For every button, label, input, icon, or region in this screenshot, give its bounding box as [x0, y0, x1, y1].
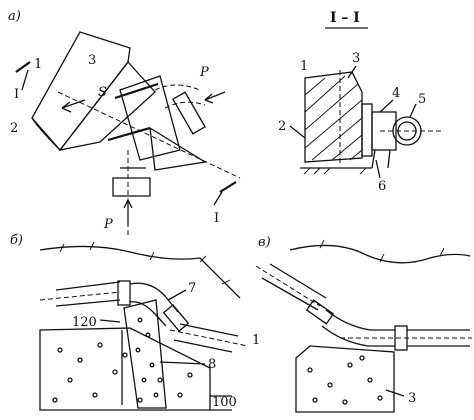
- elbow-pipe: [129, 282, 179, 327]
- pipe-inclined-axis: [255, 265, 321, 307]
- leader-3: [347, 65, 357, 79]
- pipe-left: [55, 281, 121, 307]
- pipe-right-axis: [169, 329, 249, 347]
- section-arrow-left: [21, 69, 29, 91]
- bend-dashed-mid: [164, 101, 206, 109]
- label-120: 120: [72, 315, 97, 330]
- leader-4: [379, 99, 394, 113]
- pipe-inclined: [261, 263, 327, 311]
- concrete-base: [295, 345, 395, 413]
- bend-pipe: [321, 309, 395, 347]
- label-p-bottom: P: [103, 217, 113, 232]
- label-section-right: I: [214, 211, 219, 226]
- concrete-aggregate: [52, 342, 193, 403]
- terrain-line: [39, 245, 241, 299]
- terrain-hatch: [59, 241, 231, 285]
- section-mark-right: [219, 181, 237, 193]
- ground-hatch: [303, 167, 367, 175]
- bend-dashed-upper: [154, 84, 201, 91]
- leader-8: [159, 361, 206, 365]
- leader-2: [289, 125, 306, 139]
- coupling-upper: [172, 91, 206, 135]
- leader-3-v: [385, 389, 405, 397]
- leader-120: [99, 319, 121, 323]
- section-title: I – I: [330, 10, 360, 26]
- rock-mass-edge: [31, 117, 61, 151]
- base-aggregate: [307, 355, 383, 405]
- hatch-lines: [304, 75, 363, 161]
- rock-mass-outline: [31, 31, 131, 152]
- dimension-100: [210, 395, 232, 411]
- pipe-band-lower: [107, 126, 151, 142]
- panel-b: б): [10, 233, 260, 411]
- arrow-s: [61, 99, 86, 109]
- label-3: 3: [408, 391, 416, 406]
- label-7: 7: [188, 281, 196, 296]
- panel-b-label: б): [10, 233, 23, 248]
- terrain-hatch-v: [319, 239, 445, 263]
- funnel-cone: [58, 60, 156, 151]
- coupling-lower: [112, 177, 151, 197]
- support-leg: [371, 149, 391, 169]
- leader-7: [167, 289, 187, 301]
- concrete-block: [39, 327, 211, 411]
- terrain-line-v: [289, 244, 471, 264]
- column-aggregate: [135, 317, 159, 398]
- label-p-top: P: [199, 65, 209, 80]
- cone-tip: [149, 126, 207, 171]
- label-8: 8: [208, 357, 216, 372]
- panel-v-label: в): [258, 235, 271, 250]
- coupling-right: [162, 304, 190, 332]
- label-1: 1: [34, 57, 42, 72]
- label-2: 2: [278, 119, 286, 134]
- pipe-left-axis: [39, 291, 121, 301]
- label-5: 5: [418, 92, 426, 107]
- section-mark-left: [15, 61, 31, 73]
- label-section-left: I: [14, 87, 19, 102]
- label-1: 1: [300, 59, 308, 74]
- section-arrow-right: [213, 191, 223, 206]
- coupling-left: [117, 280, 131, 306]
- axis-main: [57, 91, 241, 179]
- pipe-body: [119, 75, 181, 161]
- pipe-right: [173, 323, 239, 353]
- arrow-p-top-head: [204, 93, 214, 104]
- label-s: S: [98, 85, 107, 100]
- pipe-horizontal: [407, 329, 470, 347]
- label-3: 3: [88, 53, 96, 68]
- label-6: 6: [378, 179, 386, 194]
- label-3: 3: [352, 51, 360, 66]
- pipe-band-upper: [114, 82, 159, 100]
- support-column: [123, 299, 167, 409]
- label-100: 100: [212, 395, 237, 410]
- label-2: 2: [10, 121, 18, 136]
- arrow-s-head: [61, 101, 72, 113]
- plate: [361, 103, 373, 157]
- arrow-p-top: [204, 91, 226, 101]
- panel-v: в) 3: [255, 235, 472, 413]
- panel-a: a) 1 2: [8, 9, 241, 235]
- label-1: 1: [252, 333, 260, 348]
- coupling-inclined: [305, 299, 335, 325]
- leader-6: [375, 159, 381, 179]
- leader-5: [409, 103, 417, 118]
- label-4: 4: [392, 86, 400, 101]
- section-view: I – I 1 2 3 4: [278, 10, 444, 194]
- hatched-block: [304, 71, 363, 163]
- arrow-p-bottom-head: [123, 199, 133, 209]
- panel-a-label: a): [8, 9, 21, 24]
